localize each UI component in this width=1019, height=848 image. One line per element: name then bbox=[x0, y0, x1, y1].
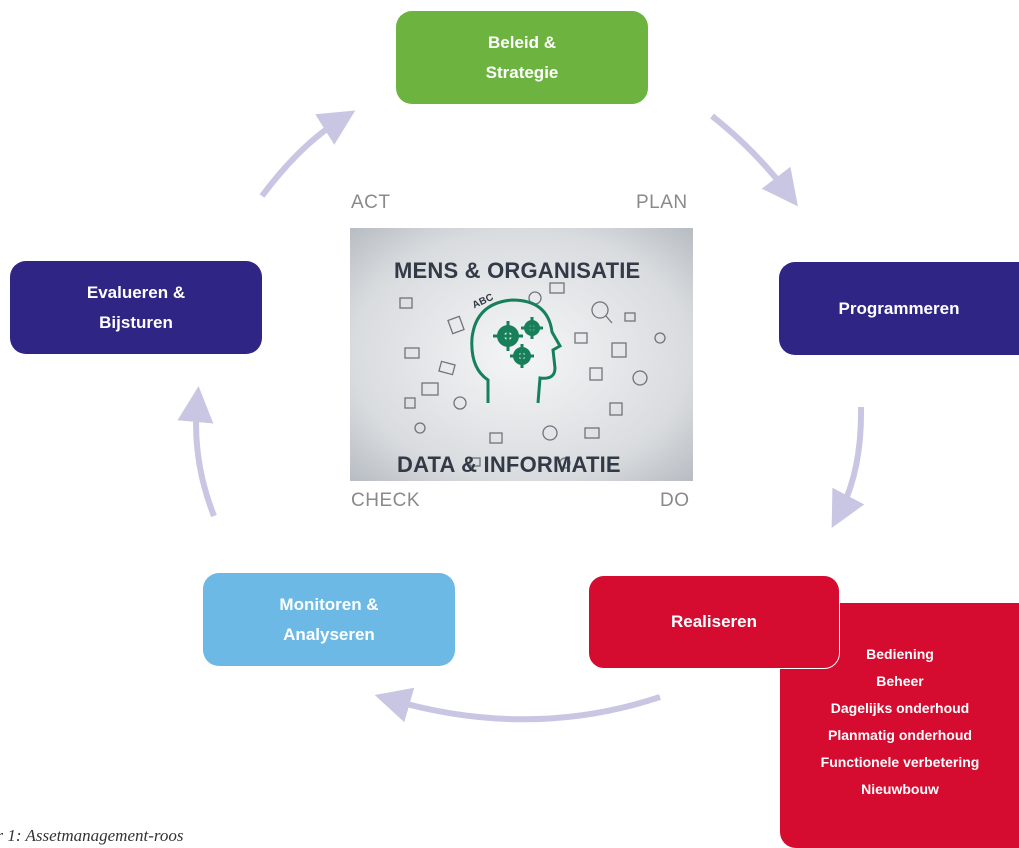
center-image: MENS & ORGANISATIE DATA & INFORMATIE ABC bbox=[350, 228, 693, 481]
arrow-monitoren-to-evalueren bbox=[177, 386, 217, 518]
beleid-strategie-box: Beleid & Strategie bbox=[396, 11, 648, 104]
pdca-act-label: ACT bbox=[351, 192, 391, 213]
pdca-do-label: DO bbox=[660, 490, 690, 511]
activity-item: Functionele verbetering bbox=[820, 754, 980, 770]
pdca-plan-label: PLAN bbox=[636, 192, 688, 213]
realiseren-box: Realiseren bbox=[588, 575, 840, 669]
activity-item: Bediening bbox=[866, 646, 934, 662]
evalueren-line2: Bijsturen bbox=[99, 312, 173, 332]
beleid-line2: Strategie bbox=[485, 62, 559, 82]
beleid-line1: Beleid & bbox=[487, 32, 557, 52]
monitoren-line1: Monitoren & bbox=[279, 594, 379, 614]
arrow-beleid-to-programmeren bbox=[710, 113, 798, 207]
activity-item: Nieuwbouw bbox=[861, 781, 939, 797]
evalueren-bijsturen-box: Evalueren & Bijsturen bbox=[10, 261, 262, 354]
arrow-realiseren-to-monitoren bbox=[374, 687, 661, 723]
activity-item: Planmatig onderhoud bbox=[828, 727, 972, 743]
center-top-text: MENS & ORGANISATIE bbox=[394, 258, 641, 283]
arrow-programmeren-to-realiseren bbox=[831, 406, 865, 528]
programmeren-label: Programmeren bbox=[838, 298, 960, 318]
monitoren-line2: Analyseren bbox=[283, 624, 375, 644]
pdca-check-label: CHECK bbox=[351, 490, 421, 511]
figure-caption: ur 1: Assetmanagement-roos bbox=[0, 826, 184, 845]
center-image-art bbox=[350, 228, 693, 481]
monitoren-analyseren-box: Monitoren & Analyseren bbox=[203, 573, 455, 666]
evalueren-line1: Evalueren & bbox=[86, 282, 186, 302]
center-bottom-text: DATA & INFORMATIE bbox=[397, 452, 621, 477]
realiseren-label: Realiseren bbox=[671, 612, 757, 631]
activity-item: Beheer bbox=[876, 673, 924, 689]
programmeren-box: Programmeren bbox=[779, 262, 1019, 355]
arrow-evalueren-to-beleid bbox=[259, 110, 356, 198]
activity-item: Dagelijks onderhoud bbox=[830, 700, 970, 716]
